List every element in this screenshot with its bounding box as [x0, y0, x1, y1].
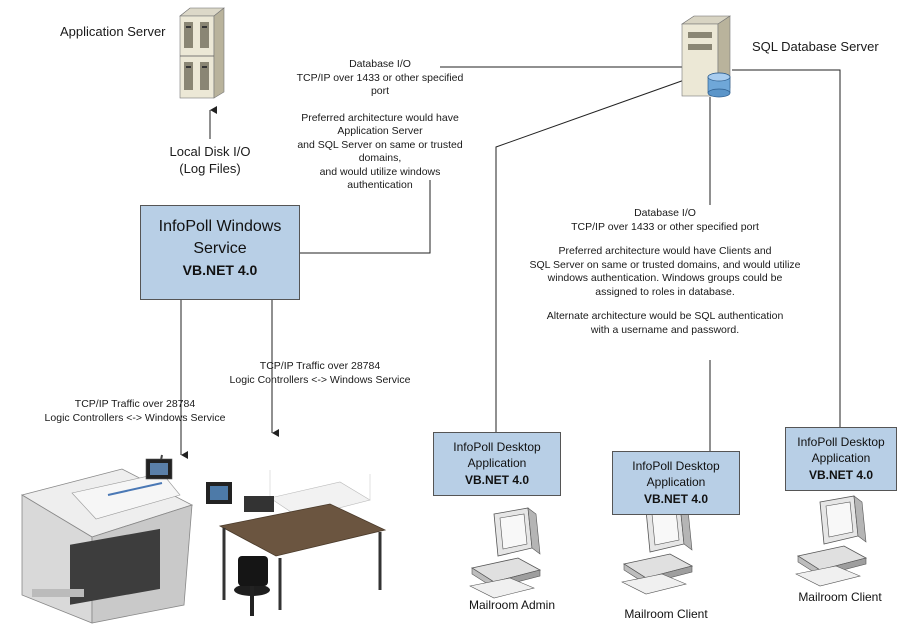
server-tower-icon: [179, 7, 225, 99]
mailroom-client-caption: Mailroom Client: [798, 590, 882, 604]
desktop-app-title: Application: [467, 456, 527, 470]
client2-to-db-line: [732, 69, 841, 427]
desktop-computer-icon: [795, 495, 868, 587]
desktop-app-box-admin: InfoPoll Desktop Application VB.NET 4.0: [433, 432, 561, 496]
db-note-para-line: Application Server: [337, 125, 423, 137]
admin-to-db-line: [495, 77, 691, 432]
windows-service-box: InfoPoll Windows Service VB.NET 4.0: [140, 205, 300, 300]
desktop-app-version: VB.NET 4.0: [464, 473, 530, 487]
desktop-computer-icon: [469, 507, 542, 599]
db-io-title: Database I/O: [634, 207, 696, 219]
database-server-icon: [681, 15, 731, 98]
tcp-line: Logic Controllers <-> Windows Service: [44, 411, 226, 424]
desktop-app-box-client-2: InfoPoll Desktop Application VB.NET 4.0: [785, 427, 897, 491]
tcp-traffic-label-right: TCP/IP Traffic over 28784 Logic Controll…: [220, 360, 420, 387]
service-title-line: InfoPoll Windows: [158, 218, 282, 235]
db-io-port: TCP/IP over 1433 or other specified port: [296, 71, 464, 98]
desktop-app-title: Application: [646, 475, 706, 489]
local-disk-line: Local Disk I/O: [169, 144, 251, 159]
db-io-title: Database I/O: [349, 58, 411, 70]
mailroom-admin-caption: Mailroom Admin: [468, 598, 556, 612]
desktop-app-version: VB.NET 4.0: [808, 468, 874, 482]
desktop-app-title: InfoPoll Desktop: [632, 459, 720, 473]
db-note-para-line: Alternate architecture would be SQL auth…: [546, 310, 784, 322]
desktop-app-title: InfoPoll Desktop: [453, 440, 541, 454]
desktop-app-version: VB.NET 4.0: [643, 492, 709, 506]
db-note-para-line: SQL Server on same or trusted domains, a…: [529, 258, 801, 271]
tcp-line: Logic Controllers <-> Windows Service: [229, 373, 411, 386]
local-disk-line: (Log Files): [179, 161, 241, 176]
tcp-line: TCP/IP Traffic over 28784: [74, 398, 196, 410]
desktop-app-title: Application: [811, 451, 871, 465]
service-to-db-line: [300, 180, 431, 254]
db-note-para-line: windows authentication. Windows groups c…: [547, 272, 783, 284]
mailroom-workstation-icon: [206, 470, 387, 616]
tcp-traffic-label-left: TCP/IP Traffic over 28784 Logic Controll…: [35, 398, 235, 425]
db-io-note-right: Database I/O TCP/IP over 1433 or other s…: [520, 207, 810, 337]
tcp-line: TCP/IP Traffic over 28784: [259, 360, 381, 372]
db-io-note-top: Database I/O TCP/IP over 1433 or other s…: [290, 58, 470, 193]
mail-sorter-machine-icon: [20, 454, 194, 624]
db-note-para-line: assigned to roles in database.: [595, 285, 735, 298]
db-note-para-line: and would utilize windows authentication: [319, 165, 441, 192]
mailroom-client-caption: Mailroom Client: [624, 607, 708, 621]
app-server-label: Application Server: [60, 24, 166, 39]
sql-server-label: SQL Database Server: [752, 39, 879, 54]
desktop-app-box-client-1: InfoPoll Desktop Application VB.NET 4.0: [612, 451, 740, 515]
db-note-para-line: Preferred architecture would have: [301, 111, 459, 124]
service-title-line: Service: [193, 240, 247, 257]
desktop-app-title: InfoPoll Desktop: [797, 435, 885, 449]
db-note-para-line: with a username and password.: [590, 323, 740, 336]
db-note-para-line: and SQL Server on same or trusted domain…: [297, 138, 463, 165]
desktop-computer-icon: [621, 503, 694, 595]
db-io-port: TCP/IP over 1433 or other specified port: [571, 220, 759, 233]
service-version: VB.NET 4.0: [182, 262, 258, 278]
db-note-para-line: Preferred architecture would have Client…: [558, 245, 772, 257]
local-disk-label: Local Disk I/O (Log Files): [160, 143, 260, 177]
